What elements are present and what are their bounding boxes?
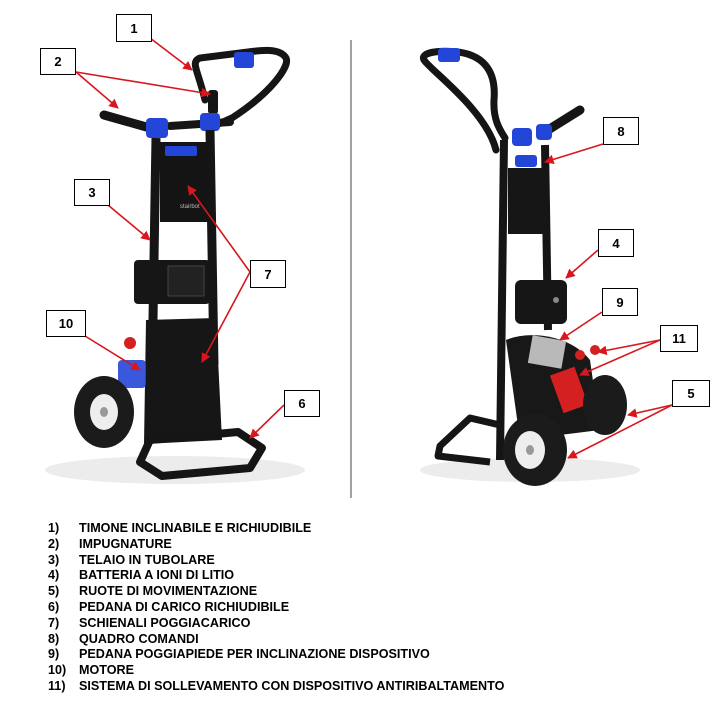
legend-text: IMPUGNATURE: [79, 536, 172, 551]
leader-2a: [75, 71, 119, 109]
callout-9: 9: [602, 288, 638, 316]
callout-5: 5: [672, 380, 710, 407]
right-blue-joint: [200, 113, 220, 131]
legend-item: 5) RUOTE DI MOVIMENTAZIONE: [48, 584, 504, 600]
legend-text: PEDANA POGGIAPIEDE PER INCLINAZIONE DISP…: [79, 647, 430, 662]
legend-text: TELAIO IN TUBOLARE: [79, 552, 215, 567]
rear-view-trolley: [420, 47, 640, 486]
rear-platform: [434, 414, 501, 466]
rear-blue-cap: [515, 155, 537, 167]
legend-item: 10) MOTORE: [48, 663, 504, 679]
leader-5b: [567, 404, 673, 459]
legend-text: TIMONE INCLINABILE E RICHIUDIBILE: [79, 521, 312, 535]
callout-7: 7: [250, 260, 286, 288]
leader-11a: [597, 339, 661, 356]
legend-text: SISTEMA DI SOLLEVAMENTO CON DISPOSITIVO …: [79, 678, 505, 693]
legend-item: 9) PEDANA POGGIAPIEDE PER INCLINAZIONE DI…: [48, 647, 504, 663]
legend-text: PEDANA DI CARICO RICHIUDIBILE: [79, 599, 290, 614]
callout-10: 10: [46, 310, 86, 337]
anti-tip-red: [549, 366, 589, 414]
legend-item: 11) SISTEMA DI SOLLEVAMENTO CON DISPOSITI…: [48, 679, 504, 695]
motor-red-knob: [124, 337, 136, 349]
rear-control-box: [508, 168, 548, 234]
tiller-handle: [191, 46, 290, 130]
rear-blue-joint-b: [536, 124, 552, 140]
rear-rail-left: [496, 139, 508, 461]
legend-number: 1): [48, 521, 60, 535]
legend-number: 9): [48, 647, 60, 662]
legend-number: 4): [48, 568, 60, 583]
leader-7b: [201, 271, 251, 363]
legend-number: 2): [48, 536, 60, 551]
leader-10: [84, 335, 141, 371]
leader-1: [149, 37, 193, 71]
legend-text: MOTORE: [79, 663, 135, 678]
rear-tiller: [420, 47, 509, 154]
rear-wheel-back: [583, 375, 627, 435]
callout-6: 6: [284, 390, 320, 417]
leader-2b: [75, 71, 211, 98]
legend-number: 7): [48, 615, 60, 630]
legend-number: 3): [48, 552, 60, 567]
rear-blue-joint-a: [512, 128, 532, 146]
leader-11b: [579, 339, 661, 376]
legend-item: 4) BATTERIA A IONI DI LITIO: [48, 568, 504, 584]
callout-1: 1: [116, 14, 152, 42]
legend-number: 5): [48, 584, 60, 599]
callout-8: 8: [603, 117, 639, 145]
legend-text: BATTERIA A IONI DI LITIO: [79, 568, 235, 583]
legend-item: 7) SCHIENALI POGGIACARICO: [48, 616, 504, 632]
legend-item: 1) TIMONE INCLINABILE E RICHIUDIBILE: [48, 521, 504, 537]
legend-text: RUOTE DI MOVIMENTAZIONE: [79, 584, 258, 599]
legend-number: 10): [48, 663, 67, 678]
legend-text: SCHIENALI POGGIACARICO: [79, 615, 251, 630]
callout-11: 11: [660, 325, 698, 352]
leader-8: [544, 143, 604, 165]
footrest-plate: [527, 335, 567, 369]
callout-2: 2: [40, 48, 76, 75]
legend-item: 2) IMPUGNATURE: [48, 537, 504, 553]
leader-3: [107, 204, 151, 241]
backrest-panel: [144, 318, 222, 444]
legend-item: 3) TELAIO IN TUBOLARE: [48, 553, 504, 569]
leader-4: [565, 249, 599, 279]
legend-number: 6): [48, 599, 60, 614]
leader-6: [249, 404, 285, 439]
rear-tiller-blue-clamp: [438, 48, 460, 62]
tiller-blue-clamp: [234, 52, 254, 68]
legend-number: 11): [48, 678, 66, 693]
callout-3: 3: [74, 179, 110, 206]
rear-battery: [515, 280, 567, 324]
load-platform: [136, 428, 266, 480]
legend-number: 8): [48, 631, 60, 646]
legend-item: 6) PEDANA DI CARICO RICHIUDIBILE: [48, 600, 504, 616]
leader-7a: [187, 185, 251, 273]
leader-9: [559, 311, 603, 341]
legend-item: 8) QUADRO COMANDI: [48, 632, 504, 648]
legend-text: QUADRO COMANDI: [79, 631, 199, 646]
front-view-trolley: stairbot: [45, 46, 305, 484]
side-grip: [99, 110, 155, 133]
leader-5a: [627, 404, 673, 418]
rear-grip: [543, 105, 585, 135]
callout-4: 4: [598, 229, 634, 257]
left-blue-joint: [146, 118, 168, 138]
product-marking: stairbot: [180, 204, 200, 210]
product-illustration: stairbot: [45, 37, 673, 498]
leader-lines: [75, 37, 673, 459]
parts-legend: 1) TIMONE INCLINABILE E RICHIUDIBILE 2) IM…: [48, 521, 504, 695]
